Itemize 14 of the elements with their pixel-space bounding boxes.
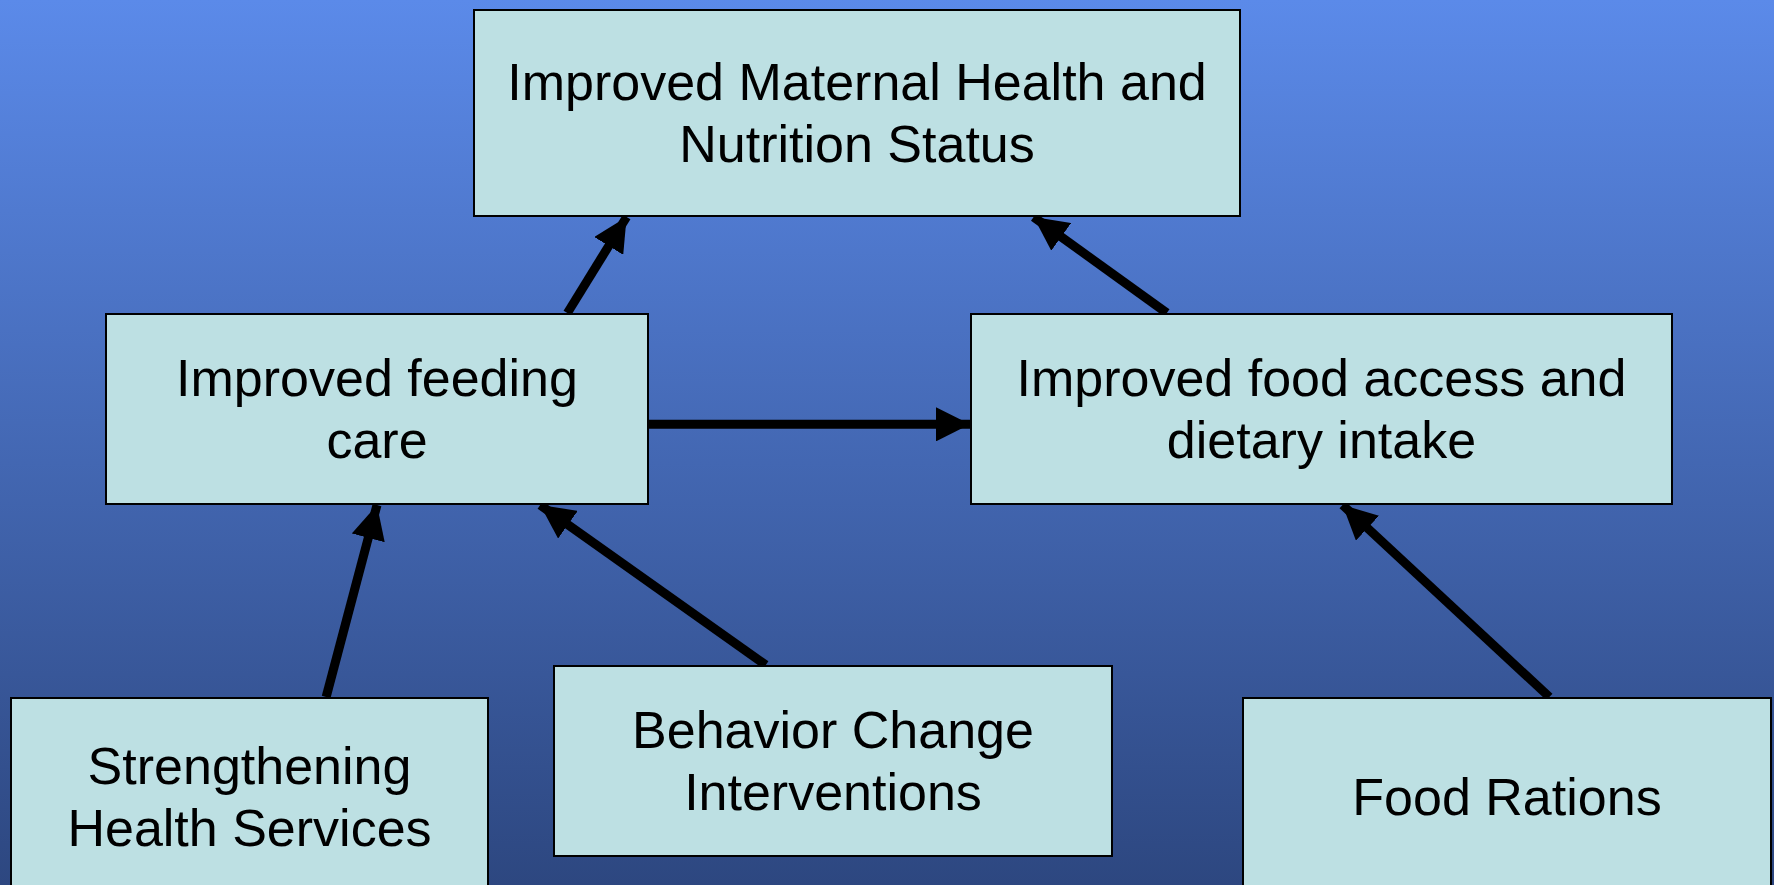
node-label: Behavior Change Interventions	[631, 699, 1035, 823]
node-label: Strengthening Health Services	[66, 735, 433, 859]
node-label: Improved food access and dietary intake	[1015, 347, 1628, 471]
node-label: Food Rations	[1352, 766, 1662, 828]
text-box	[473, 9, 1241, 217]
text-box	[105, 313, 649, 505]
arrow	[649, 407, 970, 442]
node-label: Improved Maternal Health and Nutrition Status	[506, 51, 1208, 175]
text-box	[553, 665, 1113, 857]
node-label: Improved feeding care	[175, 347, 579, 471]
arrow	[321, 503, 385, 699]
text-box	[970, 313, 1673, 505]
text-box	[10, 697, 489, 885]
text-box	[1242, 697, 1772, 885]
